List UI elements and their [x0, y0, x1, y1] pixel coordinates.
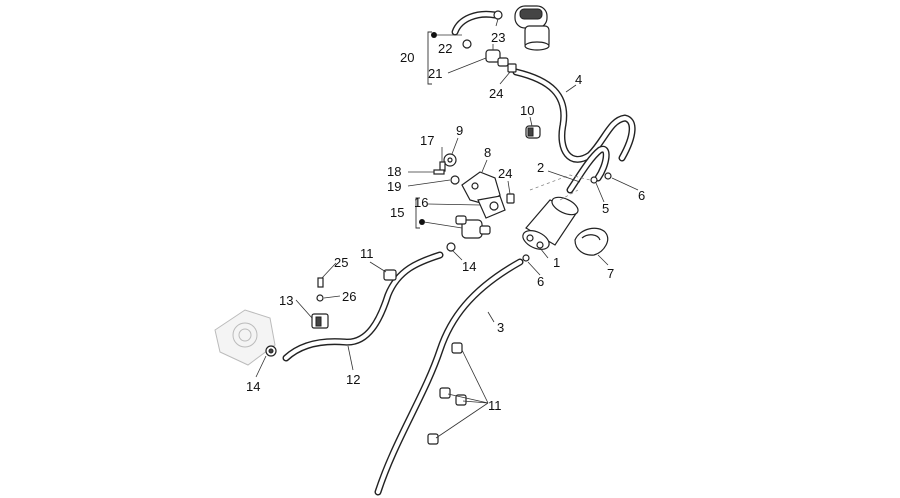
callout-labels: 20 22 23 21 24 4 10 9 17 8 18 24 19 2 6 …	[246, 30, 645, 413]
callout-10: 10	[520, 103, 534, 118]
clip-23	[493, 10, 503, 20]
fasteners-11-lower	[427, 342, 467, 445]
callout-25: 25	[334, 255, 348, 270]
bracket-8	[461, 171, 501, 206]
hose-4	[512, 68, 636, 163]
callout-22: 22	[438, 41, 452, 56]
hose-12	[282, 251, 444, 362]
hose-upper-short	[451, 10, 499, 36]
fastener-11-top	[383, 269, 397, 281]
clip-14-left	[265, 345, 277, 357]
callout-4: 4	[575, 72, 582, 87]
callout-7: 7	[607, 266, 614, 281]
callout-2: 2	[537, 160, 544, 175]
callout-6-bottom: 6	[537, 274, 544, 289]
callout-3: 3	[497, 320, 504, 335]
callout-8: 8	[484, 145, 491, 160]
washer-19	[450, 175, 460, 185]
valve-21	[485, 44, 509, 67]
assembly-bracket-15	[415, 197, 425, 229]
callout-13: 13	[279, 293, 293, 308]
callout-1: 1	[553, 255, 560, 270]
callout-15: 15	[390, 205, 404, 220]
fuel-filler-cap	[514, 5, 550, 51]
callout-17: 17	[420, 133, 434, 148]
callout-19: 19	[387, 179, 401, 194]
solenoid-valve-16	[477, 195, 506, 219]
connector-24-top	[507, 63, 517, 73]
canister-1	[522, 196, 579, 250]
hose-2	[566, 145, 610, 194]
bracket-13	[311, 313, 329, 329]
callout-5: 5	[602, 201, 609, 216]
callout-11-top: 11	[360, 246, 374, 261]
callout-11-lower: 11	[488, 398, 502, 413]
hose-3	[374, 258, 524, 496]
clip-5	[590, 176, 598, 184]
support-7	[574, 227, 609, 256]
callout-12: 12	[346, 372, 360, 387]
dashed-assembly-lines	[529, 174, 591, 201]
connector-24-mid	[506, 193, 515, 204]
callout-23: 23	[491, 30, 505, 45]
leader-lines	[255, 18, 639, 439]
assembly-bracket-20	[427, 31, 437, 85]
clip-6-bottom	[522, 254, 530, 262]
throttle-body	[214, 309, 276, 366]
callout-18: 18	[387, 164, 401, 179]
callout-9: 9	[456, 123, 463, 138]
clip-6-top	[604, 172, 612, 180]
callout-14-mid: 14	[462, 259, 476, 274]
clamp-9	[443, 153, 457, 167]
callout-20: 20	[400, 50, 414, 65]
callout-6-top: 6	[638, 188, 645, 203]
valve-15	[455, 215, 491, 239]
clip-22	[462, 39, 472, 49]
callout-21: 21	[428, 66, 442, 81]
callout-26: 26	[342, 289, 356, 304]
callout-14-left: 14	[246, 379, 260, 394]
callout-24-top: 24	[489, 86, 503, 101]
washer-26	[316, 294, 324, 302]
screw-18	[433, 169, 445, 175]
callout-16: 16	[414, 195, 428, 210]
screw-25	[317, 277, 324, 288]
clip-14-mid	[446, 242, 456, 252]
clamp-10	[525, 125, 541, 139]
callout-24-mid: 24	[498, 166, 512, 181]
